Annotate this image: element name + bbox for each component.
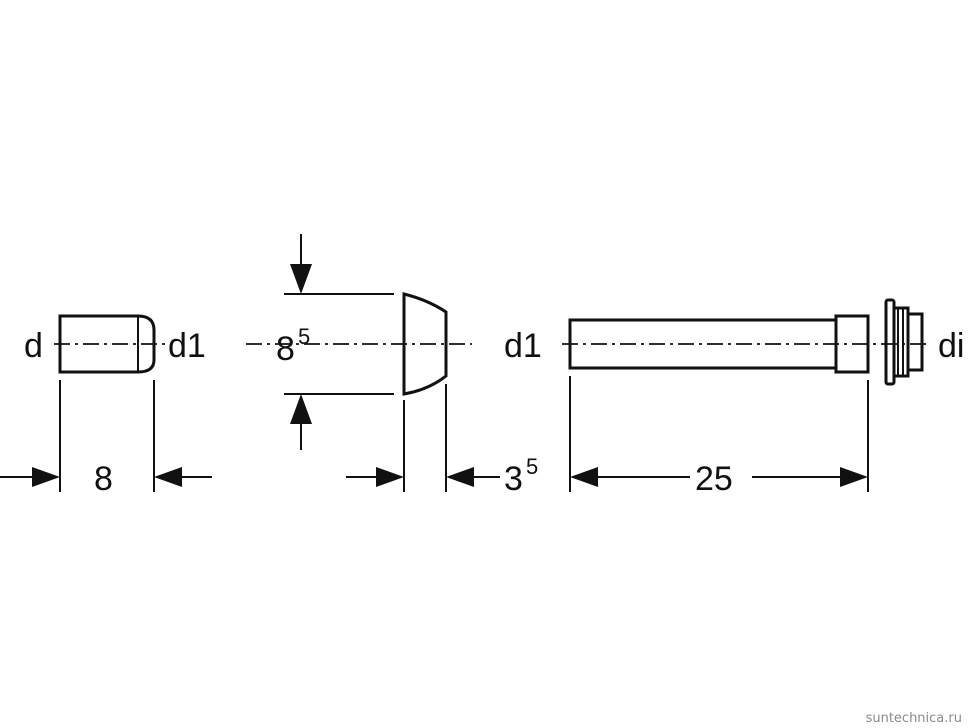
cap-part: [246, 234, 500, 492]
label-width-sup-5: 5: [526, 454, 538, 479]
cap-dim-arrow-right: [446, 467, 474, 487]
cap-arrow-up: [290, 394, 312, 424]
pipe-dim-arrow-right: [840, 467, 868, 487]
cap-outline: [402, 292, 448, 396]
label-d1-pipe: d1: [504, 327, 542, 365]
seal-ring: [884, 298, 924, 386]
sleeve-dim-arrow-right: [154, 467, 182, 487]
label-height-sup-5: 5: [298, 324, 310, 349]
sleeve-dim-arrow-left: [32, 467, 60, 487]
label-height-8: 8: [276, 330, 295, 368]
label-length-8: 8: [94, 460, 113, 498]
watermark-text: suntechnica.ru: [866, 711, 962, 726]
seal-ring-body: [892, 306, 910, 378]
cap-dim-arrow-left: [376, 467, 404, 487]
cap-arrow-down: [290, 264, 312, 294]
seal-ring-lip: [906, 312, 924, 372]
pipe-part: [562, 314, 930, 492]
label-width-3: 3: [504, 460, 523, 498]
label-length-25: 25: [695, 460, 733, 498]
label-d1-sleeve: d1: [168, 327, 206, 365]
label-d: d: [24, 327, 43, 365]
pipe-dim-arrow-left: [570, 467, 598, 487]
label-di: di: [938, 327, 964, 365]
sleeve-part: [0, 314, 212, 492]
sleeve-outline: [58, 314, 156, 374]
